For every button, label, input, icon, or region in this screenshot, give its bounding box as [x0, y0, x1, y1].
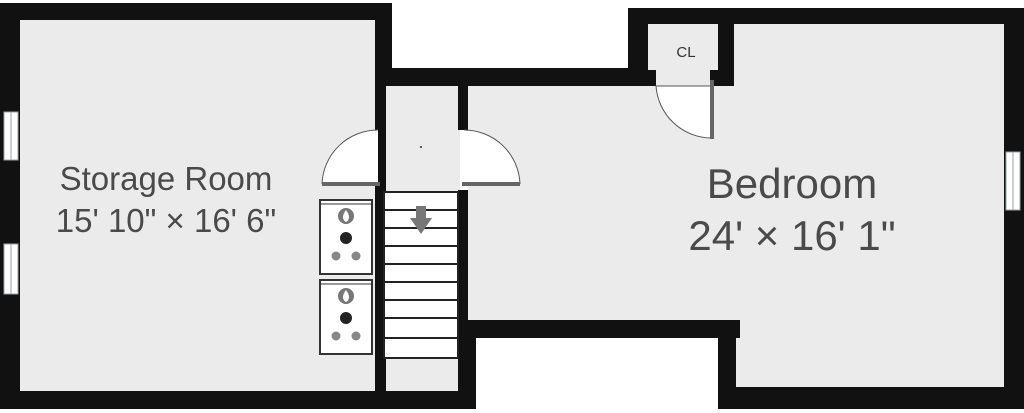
doors [321, 80, 714, 186]
wall [0, 3, 20, 409]
windows [3, 111, 1021, 295]
bedroom-name: Bedroom [707, 160, 877, 207]
wall [0, 391, 476, 409]
stairs-down-arrow-icon [410, 206, 432, 234]
wall [0, 3, 392, 20]
wall [628, 70, 656, 86]
wall [628, 8, 648, 86]
wall [718, 387, 1024, 409]
walls [0, 3, 1024, 409]
wall [375, 68, 645, 86]
storage-room-name: Storage Room [60, 160, 273, 197]
closet-floor [648, 24, 718, 86]
wall [458, 320, 476, 409]
bedroom-floor-right [734, 24, 1004, 388]
wall [458, 86, 468, 130]
furnace-icon [319, 279, 373, 355]
closet-label: CL [676, 44, 695, 61]
stairs [383, 191, 459, 359]
water-heater-icon [319, 199, 373, 275]
wall [718, 320, 736, 409]
wall [375, 3, 392, 70]
storage-room-size: 15' 10" × 16' 6" [56, 202, 276, 239]
wall [710, 70, 734, 86]
wall [458, 190, 468, 392]
storage-room-floor [20, 20, 376, 392]
bedroom-size: 24' × 16' 1" [688, 212, 895, 259]
wall [628, 8, 1024, 24]
wall [458, 320, 740, 338]
hall-dot [420, 146, 422, 148]
wall [375, 70, 386, 392]
